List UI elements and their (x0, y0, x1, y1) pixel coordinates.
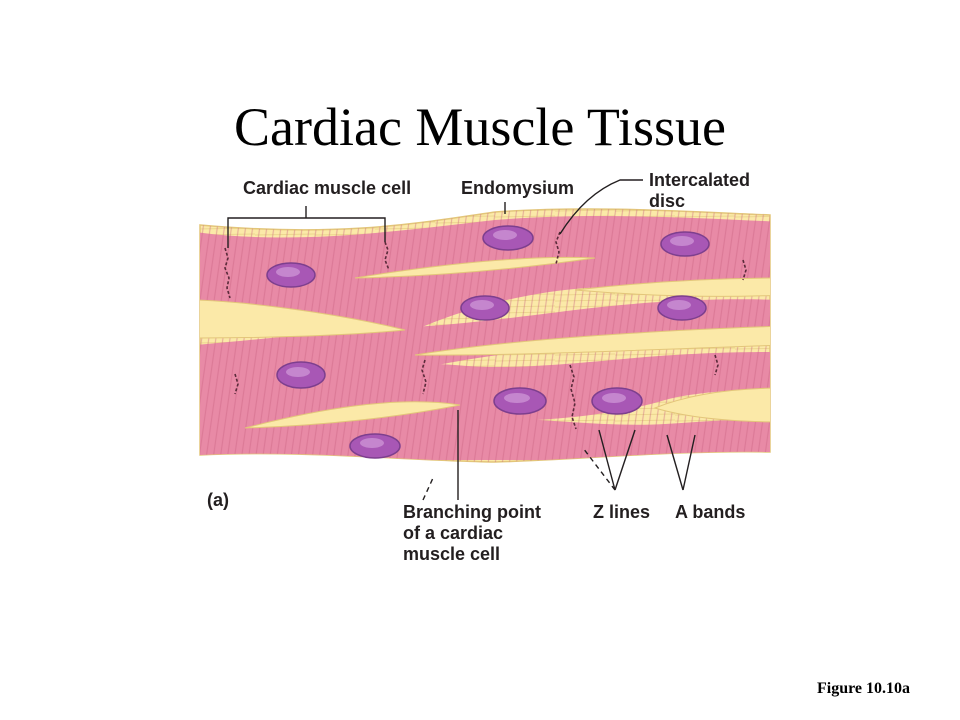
label-intercalated-disc: Intercalated disc (649, 170, 751, 211)
connective-wedge (244, 401, 461, 429)
slide-title: Cardiac Muscle Tissue (234, 97, 726, 157)
z-lines-pointer (614, 429, 636, 491)
leader-lines (227, 179, 696, 501)
intercalated-disc-line (421, 359, 427, 395)
intercalated-disc-line (555, 231, 561, 265)
branching-point-pointer-dashed (422, 477, 434, 501)
z-lines-pointer (598, 429, 616, 491)
label-a-bands: A bands (675, 502, 746, 522)
label-branching-point: Branching point of a cardiac muscle cell (403, 502, 541, 564)
intercalated-disc-line (569, 364, 577, 430)
label-cardiac-muscle-cell: Cardiac muscle cell (243, 178, 412, 198)
connective-wedge (200, 299, 406, 339)
connective-wedge (653, 387, 770, 423)
connective-wedge (574, 277, 770, 297)
intercalated-disc-line (742, 259, 747, 281)
a-bands-pointer (666, 434, 684, 491)
label-z-lines: Z lines (593, 502, 651, 522)
intercalated-disc-line (224, 247, 231, 299)
panel-label: (a) (207, 490, 229, 510)
a-bands-pointer (682, 434, 696, 491)
connective-wedge (414, 325, 770, 356)
intercalated-disc-line (234, 373, 239, 395)
intercalated-disc-line (714, 354, 719, 376)
cardiac-muscle-diagram: Cardiac muscle cell Endomysium Intercala… (195, 160, 785, 580)
label-endomysium: Endomysium (461, 178, 575, 198)
figure-caption: Figure 10.10a (816, 680, 910, 697)
nuclei (266, 225, 710, 459)
diagram-illustration (199, 179, 771, 501)
connective-wedge (354, 256, 596, 279)
intercalated-disc-pointer (559, 179, 643, 235)
